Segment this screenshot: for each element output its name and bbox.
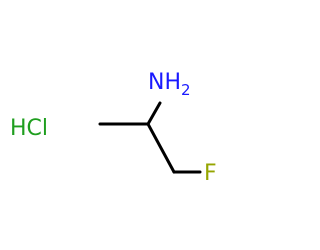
bond-ch-n (146, 101, 162, 126)
bond-ch-ch2 (146, 122, 176, 174)
amine-subscript: 2 (181, 81, 191, 99)
amine-main: NH (148, 70, 181, 95)
fluorine-label: F (204, 161, 217, 186)
hcl-salt-label: HCl (10, 116, 48, 141)
amine-label: NH2 (148, 70, 191, 99)
structure-canvas: NH2 F HCl (10, 70, 217, 186)
